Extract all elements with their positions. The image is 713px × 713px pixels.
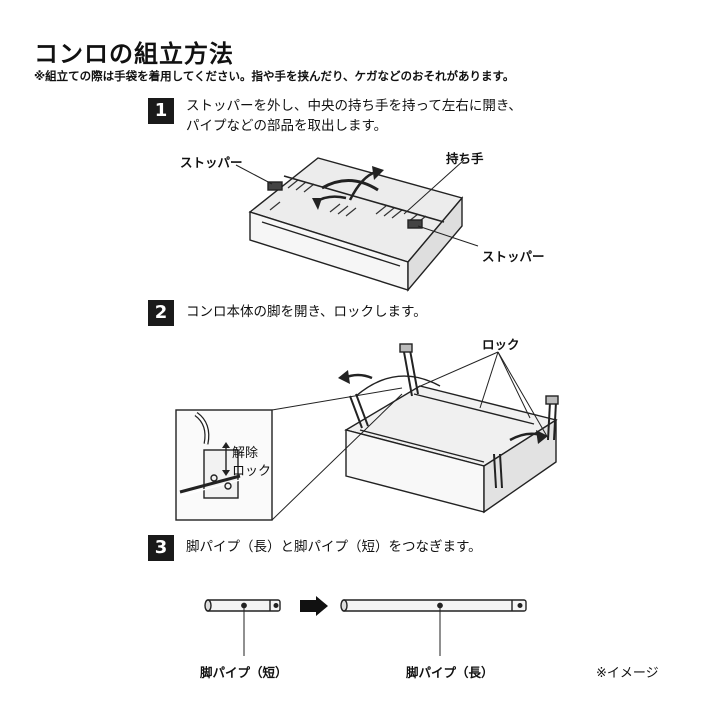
step-1-line-2: パイプなどの部品を取出します。 [186, 118, 388, 134]
label-release: 解除 [232, 446, 259, 461]
stove-open-illustration [175, 343, 559, 521]
image-note: ※イメージ [596, 666, 659, 681]
pipes-illustration [204, 596, 527, 656]
label-pipe-long: 脚パイプ（長） [406, 665, 494, 680]
safety-warning: ※組立ての際は手袋を着用してください。指や手を挟んだり、ケガなどのおそれがありま… [34, 69, 515, 83]
step-2-text: コンロ本体の脚を開き、ロックします。 [186, 302, 427, 322]
label-stopper-left: ストッパー [180, 155, 243, 170]
step-3-number: 3 [148, 535, 174, 561]
step-1-text: ストッパーを外し、中央の持ち手を持って左右に開き、 パイプなどの部品を取出します… [186, 96, 522, 136]
page-title: コンロの組立方法 [34, 40, 234, 68]
stove-closed-illustration [235, 157, 479, 292]
step-3-text: 脚パイプ（長）と脚パイプ（短）をつなぎます。 [186, 537, 482, 557]
label-pipe-short: 脚パイプ（短） [200, 665, 288, 680]
step-2-number: 2 [148, 300, 174, 326]
label-lock: ロック [482, 337, 520, 352]
step-1-line-1: ストッパーを外し、中央の持ち手を持って左右に開き、 [186, 98, 522, 114]
label-handle: 持ち手 [446, 151, 484, 166]
step-2-line-1: コンロ本体の脚を開き、ロックします。 [186, 304, 427, 320]
step-1-number: 1 [148, 98, 174, 124]
label-stopper-right: ストッパー [482, 249, 545, 264]
label-release-lock: ロック [232, 464, 272, 479]
step-3-line-1: 脚パイプ（長）と脚パイプ（短）をつなぎます。 [186, 539, 482, 555]
